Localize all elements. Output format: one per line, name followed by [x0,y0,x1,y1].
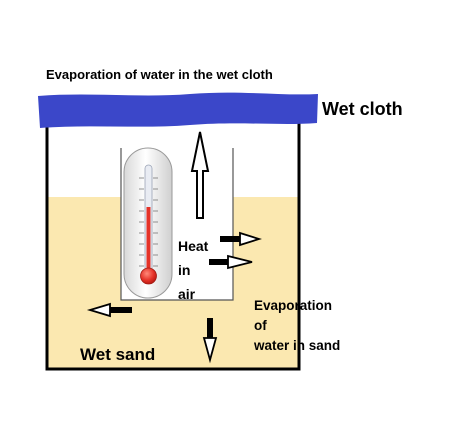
thermometer-icon [123,147,173,299]
wet-sand-label: Wet sand [80,345,156,364]
wet-cloth-label: Wet cloth [322,99,403,119]
evaporation-label-line: water in sand [254,338,341,353]
evaporation-label-line: of [254,318,267,333]
arrow-icon [86,302,132,318]
wet-cloth [38,92,318,128]
arrow-icon [190,131,210,219]
arrow-icon [202,318,218,364]
heat-label-line: air [178,286,196,302]
wet-sand-left [48,197,121,368]
arrow-icon [220,231,262,247]
heat-label-line: Heat [178,238,209,254]
outer-pot-outline [45,120,301,371]
wet-sand-bottom [121,300,233,368]
heat-in-air-label: Heat in air [178,234,208,306]
inner-pot-outline [120,148,234,301]
evaporation-sand-label: Evaporation of water in sand [254,296,340,356]
evaporation-label-line: Evaporation [254,298,333,313]
arrow-icon [209,254,253,270]
wet-sand-right [233,197,299,368]
diagram-title: Evaporation of water in the wet cloth [46,67,273,82]
heat-label-line: in [178,262,191,278]
